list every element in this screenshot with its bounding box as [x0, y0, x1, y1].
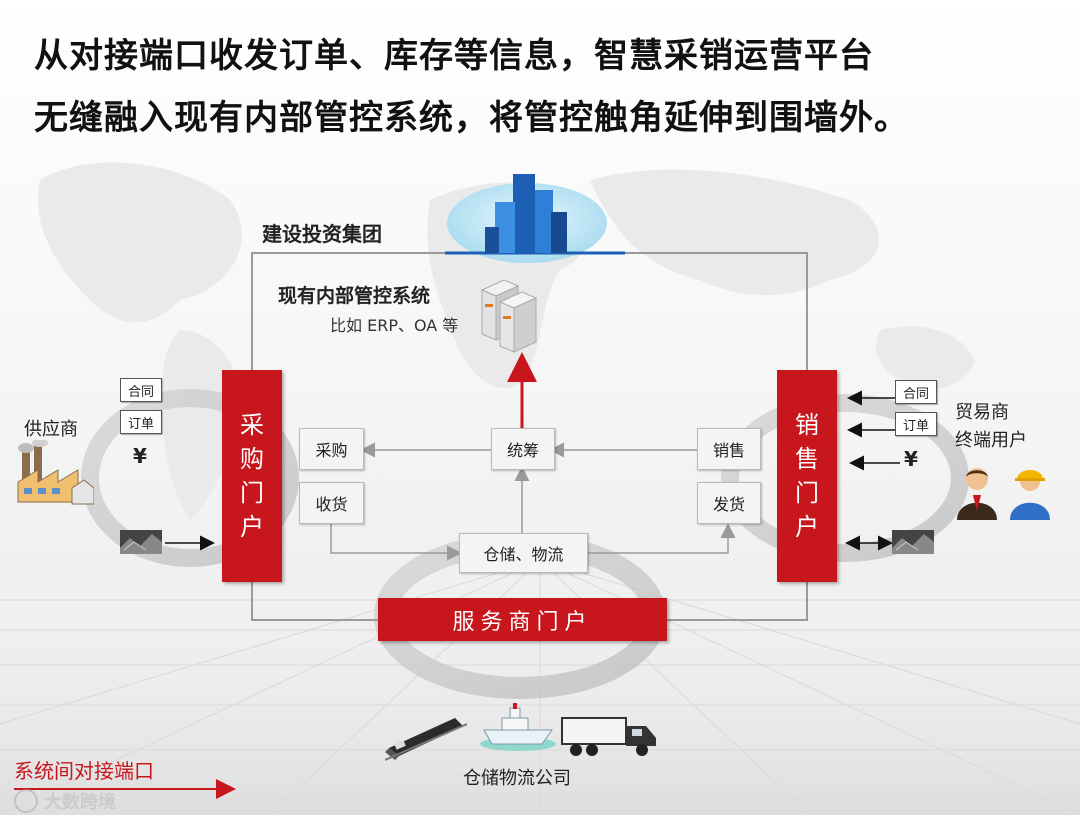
- payment-yen-left: ¥: [133, 444, 147, 468]
- receive-function-box[interactable]: 收货: [299, 482, 364, 524]
- purchase-portal-char: 门: [240, 476, 264, 510]
- purchase-portal[interactable]: 采 购 门 户: [222, 370, 282, 582]
- arrow-warehouse-to-ship: [587, 526, 728, 553]
- purchase-portal-char: 户: [240, 510, 264, 544]
- group-label: 建设投资集团: [262, 218, 382, 247]
- warehouse-logistics-box[interactable]: 仓储、物流: [459, 533, 588, 573]
- sales-portal-char: 售: [795, 442, 819, 476]
- order-document-right: 订单: [895, 412, 937, 436]
- businessman-icon: [955, 465, 999, 520]
- trader-label: 贸易商: [955, 398, 1009, 424]
- truck-icon: [560, 712, 660, 758]
- contract-document-left: 合同: [120, 378, 162, 402]
- logistics-company-label: 仓储物流公司: [463, 764, 571, 790]
- sales-portal-char: 销: [795, 408, 819, 442]
- legend-label: 系统间对接端口: [14, 755, 154, 784]
- sell-function-box[interactable]: 销售: [697, 428, 761, 470]
- coordinate-function-box[interactable]: 统筹: [491, 428, 555, 470]
- watermark-text: 大数跨境: [44, 788, 116, 814]
- goods-image-left: [120, 530, 162, 554]
- factory-icon: [16, 440, 94, 508]
- service-provider-portal[interactable]: 服务商门户: [378, 598, 667, 641]
- purchase-portal-char: 购: [240, 442, 264, 476]
- ship-function-box[interactable]: 发货: [697, 482, 761, 524]
- office-building-icon: [485, 172, 570, 254]
- ship-icon: [478, 700, 558, 752]
- contract-document-right: 合同: [895, 380, 937, 404]
- watermark: 大数跨境: [14, 788, 116, 814]
- sales-portal[interactable]: 销 售 门 户: [777, 370, 837, 582]
- train-icon: [385, 712, 467, 762]
- internal-system-label: 现有内部管控系统: [278, 281, 430, 308]
- supplier-label: 供应商: [24, 415, 78, 441]
- goods-image-right: [892, 530, 934, 554]
- end-user-label: 终端用户: [955, 426, 1027, 452]
- purchase-function-box[interactable]: 采购: [299, 428, 364, 470]
- watermark-logo-icon: [14, 789, 38, 813]
- server-icon: [478, 272, 548, 356]
- sales-portal-char: 门: [795, 476, 819, 510]
- payment-yen-right: ¥: [904, 447, 918, 471]
- sales-portal-char: 户: [795, 510, 819, 544]
- worker-icon: [1008, 465, 1052, 520]
- internal-system-example: 比如 ERP、OA 等: [330, 312, 458, 336]
- purchase-portal-char: 采: [240, 408, 264, 442]
- order-document-left: 订单: [120, 410, 162, 434]
